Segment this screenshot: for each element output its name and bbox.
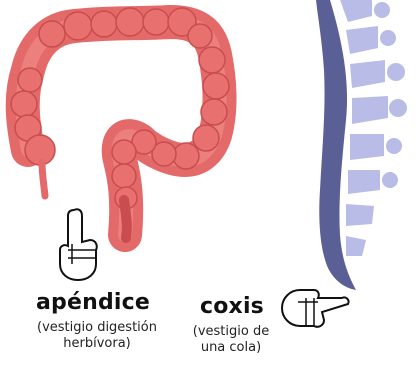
appendix-title: apéndice (36, 290, 150, 315)
appendix-note: (vestigio digestión herbívora) (22, 320, 172, 352)
coccyx-note-line1: (vestigio de (186, 324, 276, 340)
coccyx-note: (vestigio de una cola) (186, 324, 276, 356)
pointing-hand-up-icon (52, 204, 112, 284)
appendix-note-line2: herbívora) (22, 336, 172, 352)
appendix-note-line1: (vestigio digestión (22, 320, 172, 336)
pointing-hand-left-icon (272, 282, 352, 342)
coccyx-title: coxis (200, 294, 264, 319)
coccyx-note-line2: una cola) (186, 340, 276, 356)
